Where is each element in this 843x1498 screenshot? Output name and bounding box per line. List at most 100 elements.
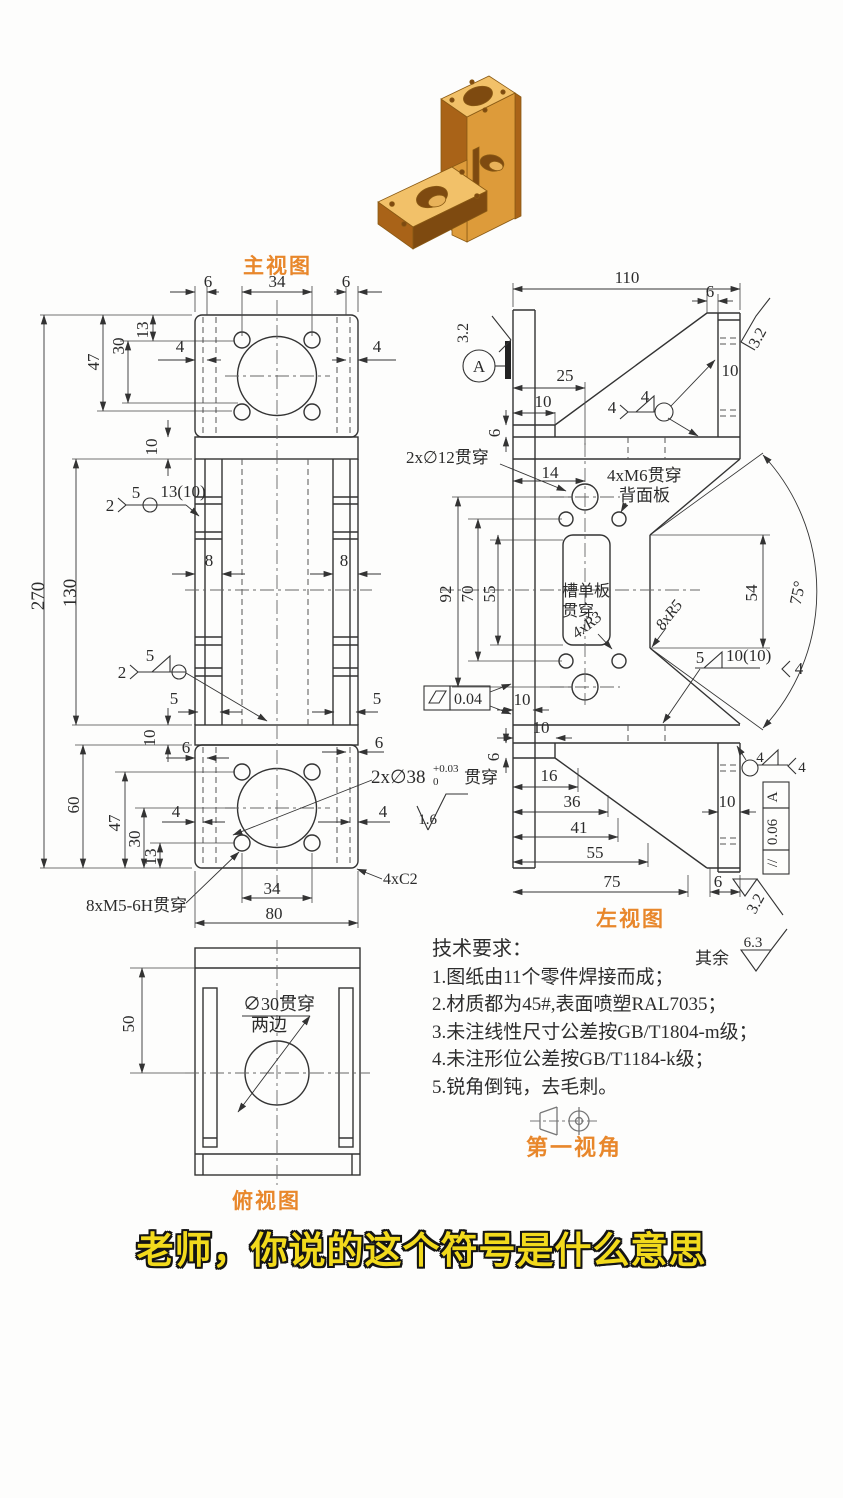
dim-label: 30 [125, 831, 144, 848]
dim-label: 34 [269, 272, 287, 291]
roughness-others-icon [739, 928, 788, 972]
dim-label: 14 [542, 463, 560, 482]
view-outlines [194, 309, 741, 1176]
dim-label: 13 [133, 322, 152, 339]
dim-label: 2x∅38 [371, 767, 426, 788]
dim-label: 4 [798, 760, 806, 776]
dim-label: 60 [64, 797, 83, 814]
dim-label: 背面板 [619, 486, 670, 505]
dim-label: 6 [485, 429, 504, 438]
dim-label: 0.04 [454, 691, 482, 708]
dim-label: 5 [696, 648, 705, 667]
dim-label: 0 [433, 776, 439, 788]
dim-label: 270 [28, 582, 49, 611]
datum-target-bar [505, 341, 511, 379]
dim-label: 6 [182, 738, 191, 757]
dim-label: 6 [706, 282, 715, 301]
dim-label: 6 [342, 272, 351, 291]
dim-label: A [765, 791, 781, 802]
dim-label: 25 [557, 366, 574, 385]
dim-label: 4 [641, 387, 650, 406]
dim-label: 34 [264, 879, 282, 898]
hidden-lines [202, 317, 738, 866]
dim-label: 3.2 [744, 891, 768, 917]
dim-label: 75 [604, 872, 621, 891]
center-lines [185, 300, 700, 1185]
dim-label: 75° [786, 579, 810, 606]
dim-label: 10(10) [726, 646, 771, 665]
dim-label: 6 [204, 272, 213, 291]
top-view-label: 俯视图 [232, 1189, 301, 1213]
dim-label: // [765, 858, 781, 867]
dim-label: 10 [719, 792, 736, 811]
dim-label: 4 [756, 750, 764, 766]
dim-label: 4xC2 [383, 871, 418, 888]
dim-label: 4 [373, 337, 382, 356]
dim-label: 两边 [251, 1015, 287, 1035]
dim-label: 10 [535, 392, 552, 411]
dim-label: 80 [266, 904, 283, 923]
dim-label: 4 [379, 802, 388, 821]
dim-label: 贯穿 [464, 768, 498, 787]
dim-label: A [473, 357, 486, 376]
dim-label: 6.3 [744, 935, 763, 951]
dim-label: 8xM5-6H贯穿 [86, 896, 187, 915]
dim-label: 槽单板 [562, 582, 610, 600]
tech-item: 5.锐角倒钝，去毛刺。 [432, 1076, 618, 1098]
dim-label: 6 [375, 733, 384, 752]
dim-label: 130 [60, 579, 81, 608]
dim-label: 36 [564, 792, 581, 811]
dim-label: 8 [340, 551, 349, 570]
dim-label: 47 [105, 814, 124, 832]
dim-label: 2 [106, 496, 115, 515]
dimension-lines [40, 285, 818, 1113]
first-angle-symbol [530, 1106, 598, 1136]
dim-label: 4 [608, 398, 617, 417]
dim-label: 5 [132, 483, 141, 502]
dim-label: 50 [119, 1016, 138, 1033]
dim-label: 13(10) [160, 482, 205, 501]
technical-requirements: 技术要求： 1.图纸由11个零件焊接而成； 2.材质都为45#,表面喷塑RAL7… [432, 936, 804, 1101]
dim-label: 1.6 [418, 812, 437, 828]
dim-label: 8xR5 [653, 597, 687, 633]
dim-label: 55 [480, 586, 499, 603]
tech-item: 1.图纸由11个零件焊接而成； [432, 966, 674, 988]
dim-label: 0.06 [765, 818, 781, 845]
3d-model-render [377, 75, 522, 250]
flatness-icon [428, 690, 447, 704]
dim-label: 110 [615, 268, 640, 287]
dim-label: 16 [541, 766, 558, 785]
dim-label: 54 [742, 584, 761, 602]
left-view-label: 左视图 [596, 907, 665, 931]
dim-label: 47 [84, 353, 103, 371]
dim-label: 6 [484, 753, 503, 762]
weld-and-tolerance-symbols [117, 297, 797, 1017]
dim-label: 贯穿 [562, 602, 594, 620]
dim-label: 其余 [695, 949, 729, 968]
dim-label: ∅30贯穿 [243, 994, 315, 1014]
dim-label: 4 [176, 337, 185, 356]
tech-item: 4.未注形位公差按GB/T1184-k级； [432, 1049, 714, 1070]
dim-label: 30 [109, 338, 128, 355]
dim-label: 4 [795, 659, 804, 678]
dim-label: 10 [514, 690, 531, 709]
dim-label: +0.03 [433, 763, 459, 775]
dim-label: 13 [141, 849, 160, 866]
main-view-label: 主视图 [243, 254, 312, 278]
tech-item: 2.材质都为45#,表面喷塑RAL7035； [432, 994, 727, 1015]
dim-label: 55 [587, 843, 604, 862]
dim-label: 70 [458, 586, 477, 603]
dim-label: 2x∅12贯穿 [406, 448, 489, 467]
dim-label: 6 [714, 872, 723, 891]
dim-label: 4xM6贯穿 [607, 466, 682, 485]
tech-title: 技术要求： [432, 938, 532, 960]
dim-label: 10 [142, 439, 161, 456]
dim-label: 5 [146, 646, 155, 665]
dim-label: 41 [571, 818, 588, 837]
dim-label: 3.2 [455, 323, 472, 343]
dim-label: 4 [172, 802, 181, 821]
dim-label: 10 [722, 361, 739, 380]
